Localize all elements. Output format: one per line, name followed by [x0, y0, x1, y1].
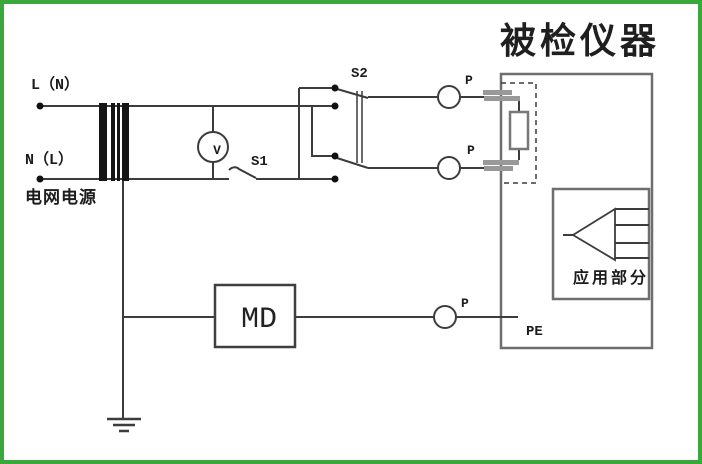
transformer-bar — [99, 103, 107, 181]
switch-s2-label: S2 — [351, 66, 368, 82]
ground-symbol — [107, 417, 141, 433]
voltmeter-label: V — [213, 143, 221, 158]
terminal-dot — [36, 102, 44, 110]
switch-s1-label: S1 — [251, 154, 268, 170]
appliance-inlet-connector-bottom — [483, 160, 519, 171]
voltmeter-symbol — [197, 131, 229, 163]
transformer-bar — [111, 103, 115, 181]
isolation-transformer — [99, 103, 129, 181]
terminal-dot — [331, 102, 339, 110]
amplifier-triangle — [571, 207, 616, 262]
transformer-bar — [117, 103, 120, 181]
neutral-line-label: N（L） — [25, 152, 74, 169]
probe-top-label: P — [465, 73, 473, 88]
terminal-dot — [331, 152, 339, 160]
transformer-bar — [122, 103, 129, 181]
connector-bar — [483, 160, 519, 165]
live-line-label: L（N） — [31, 77, 80, 94]
connector-bar — [483, 90, 512, 95]
probe-pe-label: P — [461, 296, 469, 311]
probe-circle-bottom — [437, 156, 461, 180]
s1-switch-blade — [228, 166, 257, 179]
probe-bottom-label: P — [467, 143, 475, 158]
dashed-enclosure — [501, 82, 537, 184]
insulation-resistor — [508, 110, 530, 151]
circuit-diagram-canvas — [36, 72, 654, 433]
s2-switch-blades — [336, 88, 369, 169]
applied-part-label: 应用部分 — [573, 268, 650, 287]
applied-part-electrode-leads — [615, 208, 649, 259]
device-under-test-title: 被检仪器 — [500, 21, 661, 62]
polarity-cross-wiring — [298, 87, 335, 179]
appliance-inlet-connector-top — [483, 90, 520, 101]
probe-circle-pe — [433, 305, 457, 329]
probe-circle-top — [437, 85, 461, 109]
device-under-test-box — [499, 72, 654, 350]
connector-bar — [484, 96, 520, 101]
terminal-dot — [36, 175, 44, 183]
terminal-dot — [331, 84, 339, 92]
s2-gang-linkage — [356, 91, 363, 163]
measuring-device-label: MD — [240, 303, 277, 337]
connector-bar — [484, 166, 513, 171]
terminal-dot — [331, 175, 339, 183]
terminal-dots — [36, 84, 339, 183]
pe-terminal-label: PE — [526, 324, 543, 340]
md-box — [213, 283, 297, 349]
mains-source-label: 电网电源 — [25, 188, 97, 208]
